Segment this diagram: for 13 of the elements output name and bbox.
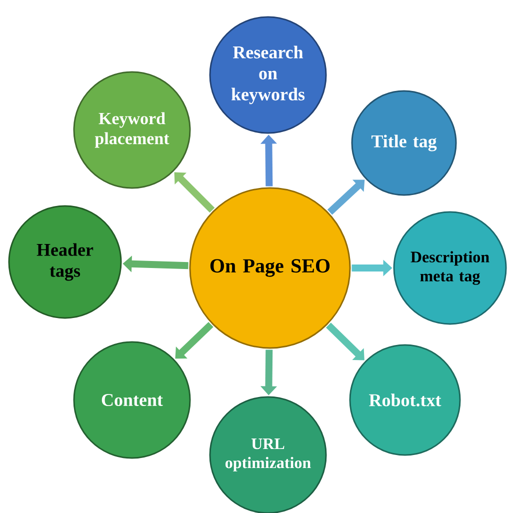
arrow	[326, 322, 364, 360]
circle-node: Description meta tag	[393, 211, 507, 325]
circle-node: Keyword placement	[73, 71, 191, 189]
circle-node: On Page SEO	[189, 187, 351, 349]
circle-node: URL optimization	[209, 396, 327, 513]
circle-node: Research on keywords	[209, 16, 327, 134]
circle-node: Content	[73, 341, 191, 459]
circle-node: Title tag	[351, 90, 457, 196]
circle-node: Robot.txt	[349, 344, 461, 456]
arrow	[174, 172, 215, 213]
circle-node: Header tags	[8, 205, 122, 319]
arrow	[175, 322, 214, 359]
arrow	[327, 180, 365, 215]
